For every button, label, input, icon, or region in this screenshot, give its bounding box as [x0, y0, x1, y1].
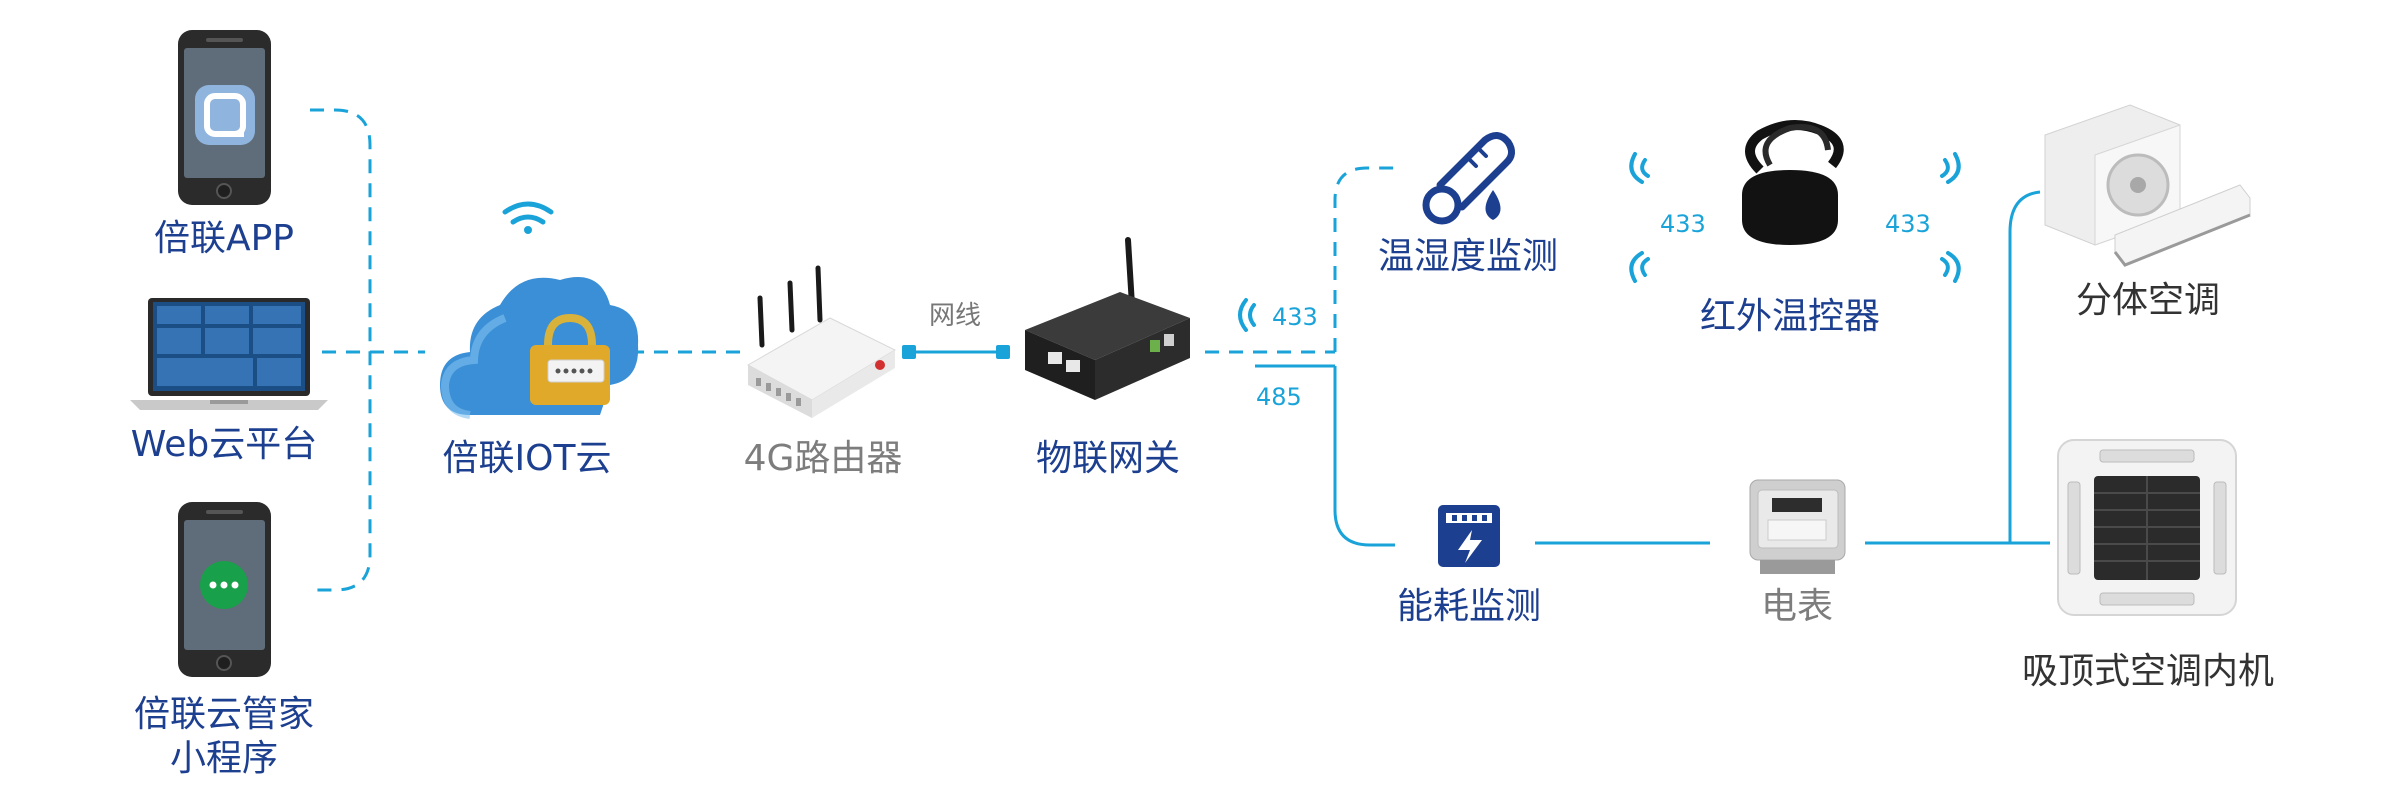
wireless-signal-icon	[1238, 298, 1256, 332]
split-ac-unit	[2044, 104, 2251, 267]
ir-signal-left-top	[1629, 152, 1650, 184]
to-energy-line	[1333, 366, 1395, 547]
label-miniprogram-line2: 小程序	[170, 738, 278, 779]
label-433-right: 433	[1885, 210, 1931, 238]
label-cable: 网线	[929, 301, 981, 331]
electricity-meter	[1749, 479, 1846, 574]
chat-bubble-icon	[200, 561, 248, 609]
label-temp-humidity: 温湿度监测	[1378, 236, 1558, 277]
lightning-meter-icon	[1438, 505, 1500, 567]
label-miniprogram-line1: 倍联云管家	[134, 694, 314, 735]
label-energy: 能耗监测	[1397, 586, 1541, 627]
phone-app	[178, 30, 271, 205]
ir-signal-right-bottom	[1940, 251, 1961, 283]
laptop-web	[130, 298, 328, 410]
cable-plug-right	[996, 345, 1010, 359]
to-temp-sensor-line	[1333, 166, 1398, 352]
cloud-lock-icon	[440, 201, 639, 419]
label-ir-controller: 红外温控器	[1700, 296, 1880, 337]
cable-plug-left	[902, 345, 916, 359]
label-cloud: 倍联IOT云	[443, 438, 612, 479]
label-split-ac: 分体空调	[2076, 280, 2220, 321]
thermometer-droplet-icon	[1422, 132, 1515, 225]
label-ceiling-ac: 吸顶式空调内机	[2022, 651, 2274, 692]
client-bracket-line	[310, 108, 372, 592]
router-4g	[746, 265, 897, 418]
to-split-ac-line	[2008, 190, 2041, 543]
label-433-gateway: 433	[1272, 303, 1318, 331]
label-web: Web云平台	[131, 424, 318, 465]
label-485: 485	[1256, 383, 1302, 411]
ir-signal-right-top	[1940, 152, 1961, 184]
label-gateway: 物联网关	[1036, 438, 1180, 479]
label-app: 倍联APP	[154, 218, 294, 259]
phone-miniprogram	[178, 502, 271, 677]
label-433-left: 433	[1660, 210, 1706, 238]
wifi-icon	[502, 201, 554, 234]
app-logo-icon	[195, 85, 255, 145]
label-meter: 电表	[1761, 586, 1833, 627]
ir-signal-left-bottom	[1629, 251, 1650, 283]
ceiling-ac-unit	[2057, 439, 2237, 616]
gateway-device	[1025, 237, 1190, 400]
connection-lines	[310, 108, 2050, 592]
label-router: 4G路由器	[744, 438, 903, 479]
ir-controller-device	[1742, 120, 1844, 245]
